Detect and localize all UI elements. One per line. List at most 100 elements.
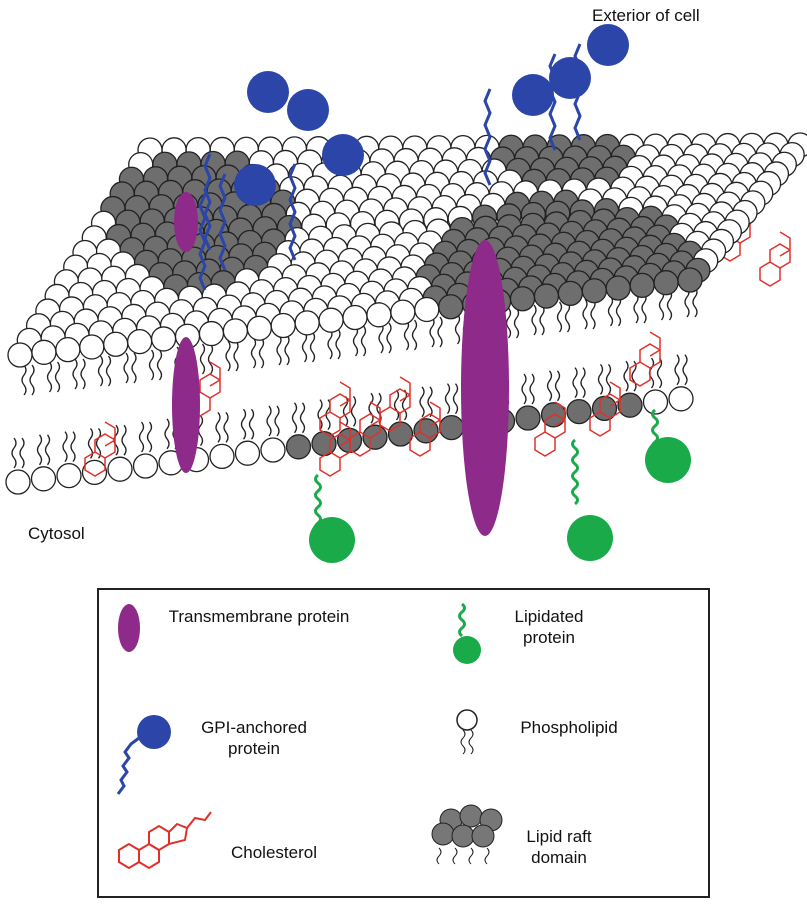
legend-cholesterol: Cholesterol bbox=[231, 843, 317, 862]
cholesterol bbox=[589, 381, 621, 437]
upper-leaflet-head bbox=[150, 326, 177, 352]
exterior-label: Exterior of cell bbox=[592, 6, 700, 25]
upper-leaflet-head bbox=[294, 310, 320, 336]
phospholipid-tail bbox=[327, 328, 341, 360]
cytosol-label: Cytosol bbox=[28, 524, 85, 543]
cholesterol bbox=[319, 421, 351, 477]
upper-leaflet-head bbox=[414, 296, 440, 323]
upper-leaflet-head bbox=[7, 342, 33, 368]
phospholipid-tail bbox=[531, 304, 545, 336]
upper-leaflet-head bbox=[31, 339, 57, 365]
lower-leaflet-head bbox=[5, 469, 31, 495]
phospholipid-tail bbox=[429, 316, 443, 348]
transmembrane-protein-icon bbox=[118, 604, 140, 652]
phospholipid-tail bbox=[62, 431, 76, 463]
phospholipid-tail bbox=[582, 298, 596, 330]
phospholipid-tail bbox=[301, 331, 316, 363]
lower-leaflet-head bbox=[591, 395, 618, 422]
gpi-anchor bbox=[218, 173, 227, 271]
cholesterol bbox=[534, 401, 566, 457]
phospholipid-tail bbox=[240, 408, 255, 440]
phospholipid-tail bbox=[138, 421, 153, 453]
cholesterol bbox=[759, 231, 791, 287]
upper-leaflet-head bbox=[126, 328, 153, 355]
lipidated-protein-head bbox=[567, 515, 613, 561]
phospholipid-tail bbox=[21, 364, 35, 396]
lower-leaflet-head bbox=[566, 398, 592, 425]
phospholipid-tail bbox=[97, 355, 112, 387]
upper-leaflet-head bbox=[557, 280, 584, 307]
phospholipid-tail bbox=[521, 373, 535, 405]
legend-phospholipid: Phospholipid bbox=[520, 718, 618, 737]
upper-leaflet-head bbox=[342, 304, 368, 331]
upper-leaflet-head bbox=[79, 334, 105, 360]
lower-leaflet-head bbox=[56, 462, 82, 489]
lower-leaflet-head bbox=[234, 440, 261, 466]
phospholipid-tail bbox=[505, 307, 520, 339]
gpi-protein-head bbox=[287, 89, 329, 131]
gpi-protein-head bbox=[587, 24, 629, 66]
phospholipid-tail bbox=[72, 358, 86, 390]
lipidated-anchor bbox=[571, 438, 579, 506]
phospholipid-tail bbox=[633, 292, 647, 324]
phospholipid-tail bbox=[403, 319, 418, 351]
transmembrane-protein bbox=[172, 337, 200, 473]
lower-leaflet-head bbox=[209, 443, 235, 470]
gpi-protein-head bbox=[247, 71, 289, 113]
phospholipid-tail bbox=[597, 363, 612, 395]
gpi-protein-head bbox=[549, 57, 591, 99]
phospholipid-tail bbox=[674, 354, 688, 386]
lower-leaflet-head bbox=[515, 405, 541, 431]
upper-leaflet-head bbox=[390, 299, 416, 325]
phospholipid-tail bbox=[352, 325, 367, 357]
upper-leaflet-head bbox=[222, 318, 249, 344]
legend-transmembrane: Transmembrane protein bbox=[168, 607, 350, 626]
phospholipid-tail bbox=[36, 434, 51, 466]
upper-leaflet-head bbox=[509, 286, 536, 312]
cholesterol bbox=[409, 401, 441, 457]
lower-leaflet-head bbox=[617, 392, 643, 418]
phospholipid-tail bbox=[123, 352, 137, 384]
gpi-anchor bbox=[573, 43, 582, 141]
phospholipid-icon bbox=[456, 709, 478, 755]
gpi-anchor bbox=[198, 193, 207, 291]
phospholipid-tail bbox=[393, 389, 408, 421]
phospholipid-tail bbox=[556, 301, 571, 333]
gpi-protein-head bbox=[512, 74, 554, 116]
phospholipid-tail bbox=[266, 405, 280, 437]
upper-leaflet-head bbox=[605, 275, 631, 301]
lower-leaflet-head bbox=[362, 424, 388, 450]
upper-leaflet-head bbox=[318, 307, 344, 333]
phospholipid-tail bbox=[113, 424, 127, 456]
lipidated-protein-icon bbox=[458, 602, 466, 638]
upper-leaflet-head bbox=[653, 270, 679, 296]
upper-leaflet-head bbox=[533, 283, 560, 309]
upper-leaflet-head bbox=[198, 320, 225, 347]
upper-leaflet-head bbox=[581, 278, 607, 304]
phospholipid-tail bbox=[419, 386, 433, 418]
upper-leaflet-head bbox=[103, 331, 129, 357]
phospholipid-tail bbox=[11, 437, 25, 469]
upper-leaflet-head bbox=[677, 267, 703, 293]
phospholipid-tail bbox=[623, 360, 637, 392]
lower-leaflet-head bbox=[30, 466, 57, 492]
phospholipid-tail bbox=[444, 383, 459, 415]
phospholipid-tail bbox=[148, 349, 163, 381]
gpi-protein-head bbox=[234, 164, 276, 206]
gpi-protein-head bbox=[322, 134, 364, 176]
upper-leaflet-head bbox=[55, 336, 81, 363]
cholesterol bbox=[379, 376, 411, 432]
cholesterol bbox=[629, 331, 661, 387]
upper-leaflet-head bbox=[438, 294, 464, 320]
upper-leaflet-head bbox=[366, 302, 392, 328]
transmembrane-protein bbox=[461, 240, 509, 536]
lower-leaflet-head bbox=[413, 418, 439, 444]
phospholipid-tail bbox=[199, 343, 214, 375]
gpi-anchor bbox=[288, 163, 297, 261]
phospholipid-tail bbox=[572, 367, 586, 399]
phospholipid-tail bbox=[378, 322, 392, 354]
phospholipid-tail bbox=[46, 361, 61, 393]
gpi-anchor bbox=[483, 88, 492, 186]
phospholipid-tail bbox=[215, 411, 229, 443]
membrane-diagram bbox=[5, 24, 807, 563]
